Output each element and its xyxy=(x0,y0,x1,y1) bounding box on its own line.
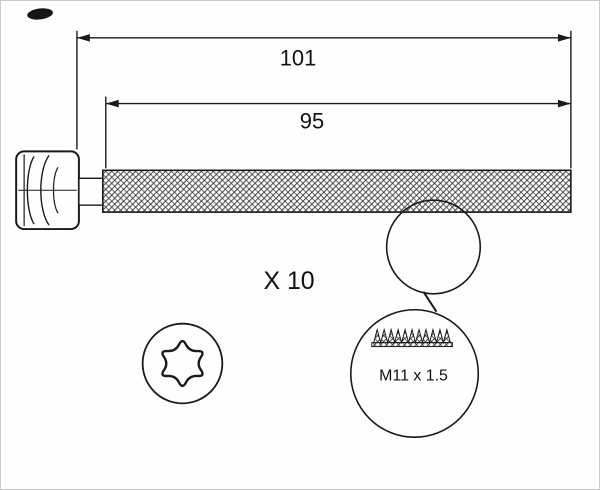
thread-length-label: 95 xyxy=(300,108,324,133)
torx-star-icon xyxy=(161,339,204,388)
callout-leader-line xyxy=(422,291,438,313)
torx-head-front-view xyxy=(141,322,224,405)
quantity-text: X 10 xyxy=(263,267,314,295)
quantity-label: X 10 xyxy=(263,267,314,295)
dimension-overall-length: 101 xyxy=(76,30,572,169)
bolt-side-view xyxy=(15,150,572,231)
dimension-thread-length: 95 xyxy=(105,96,571,169)
dim-arrow-left xyxy=(105,99,119,108)
dim-arrow-right xyxy=(557,99,571,108)
thread-profile-teeth xyxy=(373,327,452,345)
thread-spec-label: M11 x 1.5 xyxy=(379,367,448,384)
bolt-shank xyxy=(78,177,104,206)
thread-profile-base xyxy=(371,342,453,348)
callout-circle xyxy=(385,199,482,295)
bolt-thread xyxy=(102,169,572,213)
scan-corner-mark xyxy=(27,8,53,20)
overall-length-label: 101 xyxy=(280,46,317,71)
corner-blob xyxy=(27,8,53,20)
thread-detail-callout: M11 x 1.5 xyxy=(349,199,482,439)
dim-arrow-left xyxy=(76,34,90,42)
dim-arrow-right xyxy=(557,34,571,42)
